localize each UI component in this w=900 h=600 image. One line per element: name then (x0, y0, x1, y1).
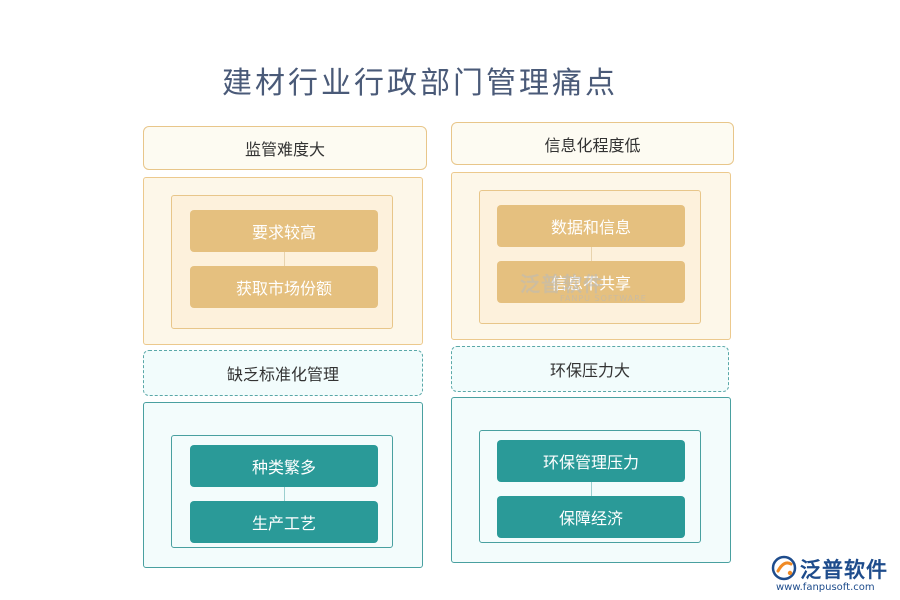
section-header-supervision: 监管难度大 (143, 126, 427, 170)
logo-name: 泛普软件 (800, 558, 888, 582)
diagram-title: 建材行业行政部门管理痛点 (222, 66, 618, 101)
section-header-standardization: 缺乏标准化管理 (143, 350, 423, 396)
item-high-requirements: 要求较高 (190, 210, 378, 252)
item-environmental-pressure: 环保管理压力 (497, 440, 685, 482)
item-economic-guarantee: 保障经济 (497, 496, 685, 538)
logo-icon (771, 555, 797, 581)
logo-url: www.fanpusoft.com (776, 582, 875, 593)
item-production-process: 生产工艺 (190, 501, 378, 543)
connector-line (284, 486, 285, 502)
section-header-environmental: 环保压力大 (451, 346, 729, 392)
section-header-informatization: 信息化程度低 (451, 122, 734, 165)
connector-line (591, 246, 592, 262)
brand-logo: 泛普软件 www.fanpusoft.com (770, 552, 892, 596)
connector-line (591, 481, 592, 497)
item-market-share: 获取市场份额 (190, 266, 378, 308)
item-info-not-shared: 信息不共享 (497, 261, 685, 303)
item-data-information: 数据和信息 (497, 205, 685, 247)
item-many-varieties: 种类繁多 (190, 445, 378, 487)
connector-line (284, 251, 285, 267)
